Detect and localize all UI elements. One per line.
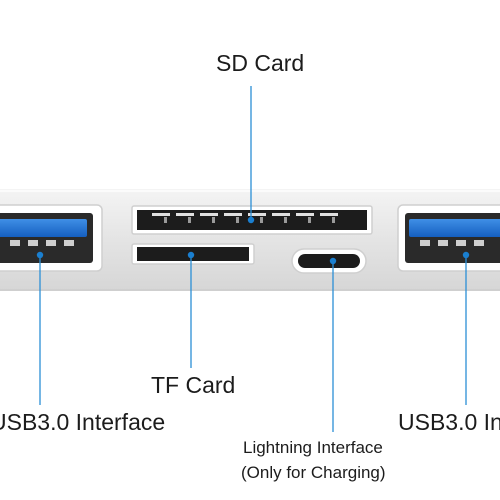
lightning-label-line1: Lightning Interface bbox=[243, 438, 383, 457]
lightning-callout-dot bbox=[329, 257, 337, 265]
usb-right-label: USB3.0 Interface bbox=[398, 409, 500, 435]
usb-port-left bbox=[0, 204, 103, 272]
tf-card-label: TF Card bbox=[151, 372, 236, 398]
sd-card-label: SD Card bbox=[216, 50, 305, 76]
sd-callout-dot bbox=[247, 216, 255, 224]
usb-right-callout-dot bbox=[462, 251, 470, 259]
usb-left-label: USB3.0 Interface bbox=[0, 409, 166, 435]
usb-port-right bbox=[397, 204, 500, 272]
lightning-port bbox=[291, 248, 367, 274]
tf-callout-dot bbox=[187, 251, 195, 259]
usb-left-callout-dot bbox=[36, 251, 44, 259]
lightning-label-line2: (Only for Charging) bbox=[241, 463, 386, 482]
